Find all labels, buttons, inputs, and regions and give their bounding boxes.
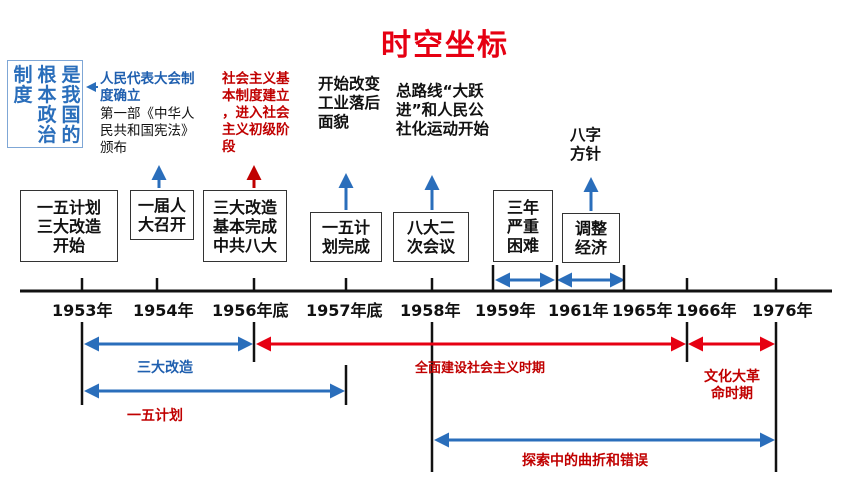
- annotation-socialist-line: 段: [222, 139, 236, 155]
- vertical-col-1: 是我国的: [61, 64, 81, 146]
- event-box-1959: 三年 严重 困难: [493, 190, 553, 262]
- annotation-socialist-line: 主义初级阶: [222, 122, 290, 138]
- period-label-cultural-line: 命时期: [711, 386, 753, 402]
- period-label-exploration: 探索中的曲折和错误: [522, 453, 648, 469]
- annotation-eight-char-line: 方针: [570, 145, 602, 163]
- annotation-eight-char: 八字 方针: [570, 126, 601, 164]
- event-box-1957: 一五计 划完成: [310, 212, 382, 262]
- year-1954: 1954年: [133, 301, 194, 320]
- year-1956: 1956年底: [212, 301, 289, 320]
- annotation-constitution: 第一部《中华人 民共和国宪法》 颁布: [100, 106, 195, 157]
- annotation-general-line-line: 进”和人民公: [396, 101, 484, 119]
- event-box-1961: 调整 经济: [562, 213, 620, 263]
- period-label-reform: 三大改造: [137, 360, 193, 376]
- year-1953: 1953年: [52, 301, 113, 320]
- event-box-1956: 三大改造 基本完成 中共八大: [203, 190, 287, 262]
- year-1959: 1959年: [475, 301, 536, 320]
- year-1958: 1958年: [400, 301, 461, 320]
- vertical-col-2: 根本政治: [37, 64, 57, 146]
- period-label-five-year: 一五计划: [127, 408, 183, 424]
- annotation-socialist: 社会主义基 本制度建立 ，进入社会 主义初级阶 段: [222, 71, 290, 156]
- annotation-general-line: 总路线“大跃 进”和人民公 社化运动开始: [396, 82, 489, 139]
- annotation-socialist-line: 社会主义基: [222, 71, 290, 87]
- year-1966: 1966年: [676, 301, 737, 320]
- year-1976: 1976年: [752, 301, 813, 320]
- vertical-col-3: 制度: [13, 64, 33, 106]
- event-box-1953: 一五计划 三大改造 开始: [20, 190, 118, 262]
- annotation-npc: 人民代表大会制 度确立: [100, 71, 195, 105]
- annotation-industry: 开始改变 工业落后 面貌: [318, 75, 380, 132]
- annotation-industry-line: 面貌: [318, 113, 350, 131]
- period-label-cultural-line: 文化大革: [704, 369, 760, 385]
- year-1965: 1965年: [612, 301, 673, 320]
- annotation-socialist-line: 本制度建立: [222, 88, 290, 104]
- event-box-1958: 八大二 次会议: [393, 212, 469, 262]
- annotation-general-line-line: 社化运动开始: [396, 120, 490, 138]
- annotation-industry-line: 工业落后: [318, 94, 381, 112]
- annotation-general-line-line: 总路线“大跃: [396, 82, 484, 100]
- annotation-npc-line: 度确立: [100, 88, 141, 104]
- event-box-1954: 一届人 大召开: [130, 190, 194, 240]
- year-1957: 1957年底: [306, 301, 383, 320]
- annotation-industry-line: 开始改变: [318, 75, 381, 93]
- annotation-constitution-line: 民共和国宪法》: [100, 123, 195, 139]
- vertical-text-box: 是我国的 根本政治 制度: [7, 60, 83, 148]
- annotation-constitution-line: 颁布: [100, 140, 127, 156]
- annotation-constitution-line: 第一部《中华人: [100, 106, 195, 122]
- year-1961: 1961年: [548, 301, 609, 320]
- tick-marks: [80, 265, 778, 291]
- annotation-eight-char-line: 八字: [570, 126, 602, 144]
- annotation-npc-line: 人民代表大会制: [100, 71, 195, 87]
- period-label-construction: 全面建设社会主义时期: [414, 361, 545, 376]
- period-label-cultural-revolution: 文化大革 命时期: [692, 369, 772, 403]
- annotation-socialist-line: ，进入社会: [222, 105, 290, 121]
- page-title: 时空坐标: [381, 28, 509, 63]
